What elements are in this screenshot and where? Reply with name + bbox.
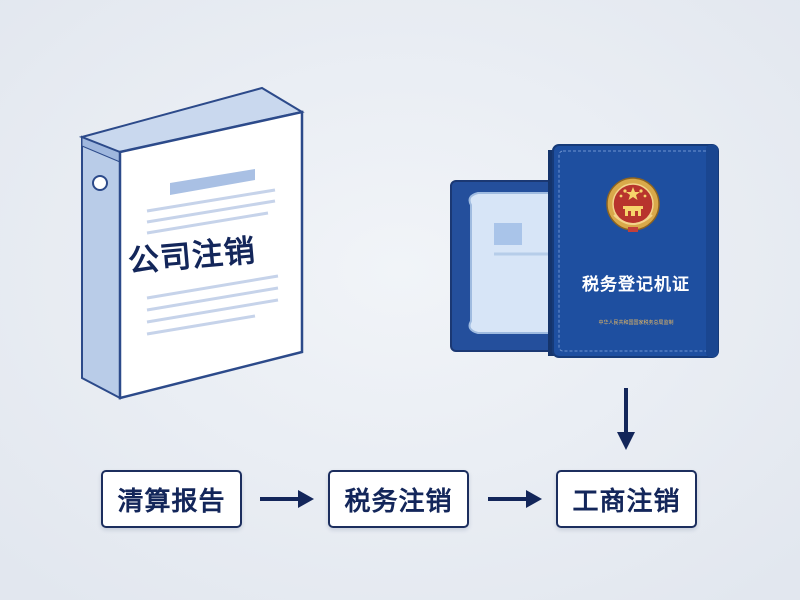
certificate-issuer: 中华人民共和国国家税务总局监制 — [598, 320, 674, 326]
flow-step-tax-deregistration: 税务注销 — [328, 470, 469, 528]
certificate-title: 税务登记机证 — [582, 275, 690, 295]
flow-step-label: 工商注销 — [572, 486, 681, 517]
flow-step-label: 清算报告 — [117, 486, 226, 517]
flow-step-business-deregistration: 工商注销 — [556, 470, 697, 528]
flow-step-label: 税务注销 — [344, 486, 453, 517]
flow-step-liquidation-report: 清算报告 — [101, 470, 242, 528]
national-emblem-icon — [606, 177, 660, 232]
